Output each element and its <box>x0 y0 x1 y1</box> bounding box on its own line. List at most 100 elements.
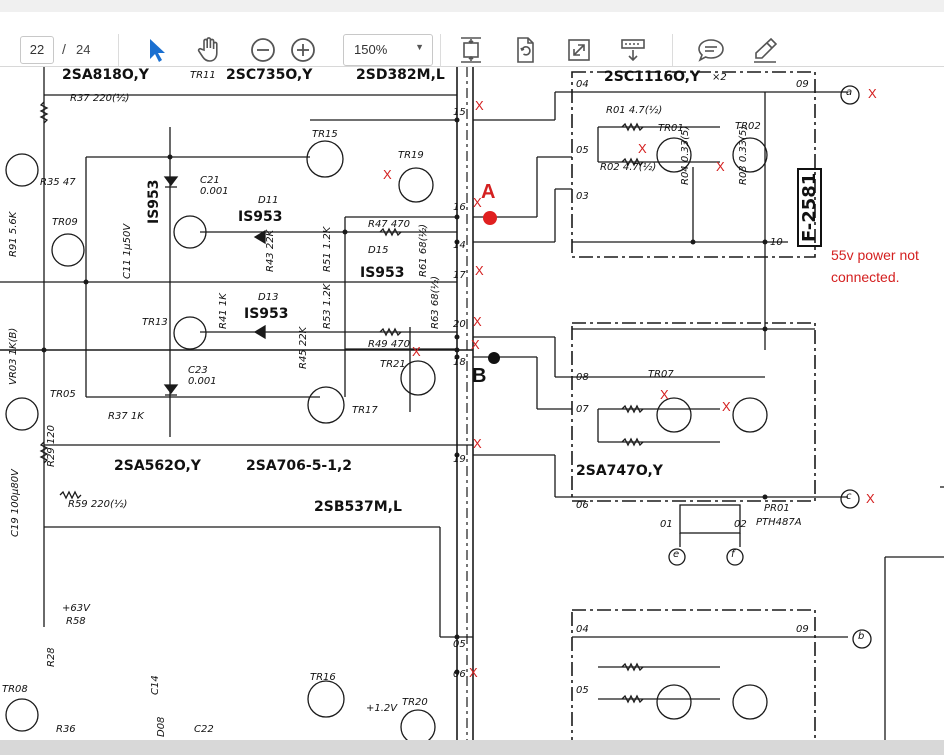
zoom-out-button[interactable] <box>246 32 280 68</box>
terminal-label: a <box>846 87 853 98</box>
part-label: R03 0.33(5) <box>738 125 749 185</box>
rotate-page-button[interactable] <box>508 32 542 68</box>
part-label: TR15 <box>312 129 338 140</box>
part-label: R36 <box>56 724 76 735</box>
annotation-note-line1: 55v power not <box>831 247 919 263</box>
hand-tool-button[interactable] <box>192 32 226 68</box>
page-separator: / <box>62 41 66 57</box>
pin-number: 04 <box>576 79 589 90</box>
part-label: R04 0.33(5) <box>680 125 691 185</box>
terminal-label: f <box>731 549 735 560</box>
page-number-input[interactable]: 22 <box>20 36 54 64</box>
part-label: C21 0.001 <box>200 175 229 197</box>
x-annotation: X <box>638 141 647 156</box>
x-annotation: X <box>722 399 731 414</box>
point-a-label: A <box>481 181 496 203</box>
page-total: 24 <box>76 42 91 57</box>
part-label: TR05 <box>50 389 76 400</box>
x-annotation: X <box>866 491 875 506</box>
pin-number: 09 <box>796 79 809 90</box>
part-label: 2SB537M,L <box>314 499 402 515</box>
scroll-mode-icon <box>621 39 645 62</box>
part-label: R91 5.6K <box>8 211 19 257</box>
part-label: C22 <box>194 724 214 735</box>
part-label: R63 68(½) <box>430 275 441 329</box>
part-label: C23 0.001 <box>188 365 217 387</box>
page-fit-button[interactable] <box>454 32 488 68</box>
x-annotation: X <box>383 167 392 182</box>
point-b-label: B <box>472 365 487 387</box>
select-arrow-icon <box>150 39 165 62</box>
part-label: TR13 <box>142 317 168 328</box>
x-annotation: X <box>473 314 482 329</box>
part-label: D11 <box>258 195 279 206</box>
part-label: 2SA562O,Y <box>114 458 201 474</box>
comment-icon <box>698 39 724 62</box>
highlight-pen-button[interactable] <box>748 32 782 68</box>
rotate-page-icon <box>517 37 534 63</box>
part-label: 2SA747O,Y <box>576 463 663 479</box>
part-label: +1.2V <box>366 703 398 714</box>
part-label: IS953 <box>238 209 283 225</box>
pin-number: 18 <box>453 357 466 368</box>
part-label: R28 <box>46 647 57 667</box>
pin-number: 03 <box>576 191 589 202</box>
pin-number: 09 <box>796 624 809 635</box>
part-label: R58 <box>66 616 86 627</box>
pin-number: 06 <box>453 669 466 680</box>
terminal-label: e <box>673 549 680 560</box>
pdf-page-view[interactable]: 2SA818O,Y TR11 2SC735O,Y 2SD382M,L R37 2… <box>0 67 944 740</box>
select-arrow-button[interactable] <box>140 32 174 68</box>
toolbar-divider <box>672 34 673 66</box>
part-label: ×2 <box>712 72 727 83</box>
part-label: IS953 <box>244 306 289 322</box>
part-label: C19 100μ80V <box>10 469 21 537</box>
part-label: TR21 <box>380 359 406 370</box>
part-label: TR09 <box>52 217 78 228</box>
part-label: R61 68(½) <box>418 223 429 277</box>
fullscreen-button[interactable] <box>562 32 596 68</box>
x-annotation: X <box>412 344 421 359</box>
pin-number: 16 <box>453 202 466 213</box>
part-label: TR11 <box>190 70 216 81</box>
part-label: IS953 <box>146 179 162 224</box>
hand-pan-icon <box>197 37 218 62</box>
part-label: PTH487A <box>756 517 802 528</box>
part-label: R41 1K <box>218 293 229 329</box>
annotation-note-line2: connected. <box>831 269 900 285</box>
part-label: TR20 <box>402 697 428 708</box>
part-label: TR16 <box>310 672 336 683</box>
part-label: C11 1μ50V <box>122 223 133 279</box>
pin-number: 17 <box>453 270 466 281</box>
part-label: TR17 <box>352 405 378 416</box>
part-label: TR07 <box>648 369 674 380</box>
pin-number: 19 <box>453 454 466 465</box>
zoom-select[interactable]: 150% ▼ <box>343 34 433 66</box>
pin-number: 02 <box>734 519 747 530</box>
part-label: R02 4.7(½) <box>600 162 657 173</box>
x-annotation: X <box>473 195 482 210</box>
part-label: R47 470 <box>368 219 410 230</box>
part-label: R43 22K <box>265 229 276 272</box>
part-label: VR03 1K(B) <box>8 327 19 385</box>
pin-number: 06 <box>576 500 589 511</box>
part-label: D15 <box>368 245 389 256</box>
horizontal-scrollbar[interactable] <box>0 740 944 755</box>
comment-button[interactable] <box>694 32 728 68</box>
part-label: TR08 <box>2 684 28 695</box>
scroll-mode-button[interactable] <box>616 32 650 68</box>
pin-number: 07 <box>576 404 589 415</box>
part-label: PR01 <box>764 503 790 514</box>
x-annotation: X <box>469 665 478 680</box>
terminal-label: c <box>846 491 852 502</box>
part-label: R53 1.2K <box>322 283 333 329</box>
pin-number: 08 <box>576 372 589 383</box>
pin-number: 15 <box>453 107 466 118</box>
x-annotation: X <box>473 436 482 451</box>
part-label: R59 220(½) <box>68 499 128 510</box>
pin-number: 04 <box>576 624 589 635</box>
zoom-in-button[interactable] <box>286 32 320 68</box>
x-annotation: X <box>475 98 484 113</box>
point-a-marker <box>483 211 497 225</box>
pin-number: 10 <box>770 237 783 248</box>
